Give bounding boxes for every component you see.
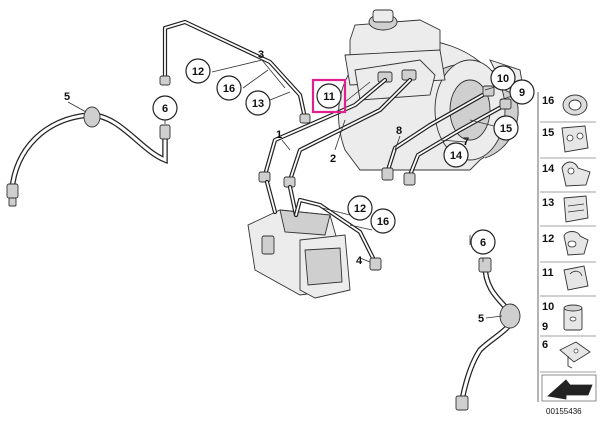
brake-pipe-3: [159, 19, 311, 124]
legend-item-16: 16: [542, 94, 588, 116]
clamp-icon: [563, 265, 589, 291]
callout-15: 15: [493, 115, 519, 141]
label-4: 4: [356, 255, 363, 267]
legend-number: 13: [542, 197, 554, 209]
leader-lines: [67, 59, 513, 319]
brake-hose-right: [455, 257, 521, 411]
label-5-left: 5: [64, 91, 70, 103]
legend-item-6: 6: [542, 339, 591, 369]
abs-hydraulic-unit: [247, 209, 351, 299]
callout-10: 10: [490, 65, 516, 91]
callout-12-top: 12: [185, 58, 211, 84]
callout-label: 9: [519, 87, 525, 99]
callout-6-right: 6: [470, 229, 496, 255]
legend-item-11: 11: [542, 265, 589, 291]
pipe-holder-icon: [563, 231, 589, 256]
callout-label: 6: [162, 103, 168, 115]
callout-13-top: 13: [245, 90, 271, 116]
legend-number: 15: [542, 127, 554, 139]
legend-number: 10: [542, 301, 554, 313]
legend-number: 14: [542, 163, 555, 175]
callout-label: 16: [377, 216, 389, 228]
highlight-frame: [311, 78, 347, 114]
brake-pipe-1: [258, 77, 388, 183]
abs-connection-pipes: [264, 179, 299, 218]
legend-number: 11: [542, 267, 554, 279]
label-5-right: 5: [478, 313, 484, 325]
brake-pipe-4: [293, 197, 382, 271]
callout-label: 6: [480, 237, 486, 249]
callout-label: 16: [223, 83, 235, 95]
label-2: 2: [330, 153, 336, 165]
legend-number: 6: [542, 339, 548, 351]
callout-label: 15: [500, 123, 512, 135]
bracket-icon: [559, 341, 591, 369]
callout-label: 12: [192, 66, 204, 78]
brake-hose-left: [6, 106, 171, 207]
callout-16-mid: 16: [370, 208, 396, 234]
brake-pipe-7: [403, 98, 512, 186]
legend-item-15: 15: [542, 125, 589, 153]
label-1: 1: [276, 129, 282, 141]
parts-legend: 16 15 14 13: [537, 92, 597, 402]
legend-number: 16: [542, 95, 554, 107]
double-clip-icon: [561, 125, 589, 153]
direction-arrow-icon: [541, 374, 597, 402]
callout-label: 13: [252, 98, 264, 110]
label-3: 3: [258, 49, 264, 61]
label-7: 7: [463, 136, 469, 148]
grommet-icon: [562, 94, 588, 116]
callout-label: 11: [323, 91, 335, 103]
callout-14: 14: [443, 142, 469, 168]
callout-6-left: 6: [152, 95, 178, 121]
legend-item-10-9: 10 9: [542, 301, 583, 333]
bracket-clip-icon: [563, 195, 589, 223]
legend-item-13: 13: [542, 195, 589, 223]
callout-label: 12: [354, 203, 366, 215]
callout-11-highlighted: 11: [311, 78, 347, 114]
reference-code: 00155436: [546, 407, 582, 416]
union-nut-icon: [563, 304, 583, 331]
legend-item-12: 12: [542, 231, 589, 256]
callout-9: 9: [509, 79, 535, 105]
brake-pipe-8: [381, 85, 495, 181]
pipe-clip-icon: [561, 161, 591, 187]
callout-16-top: 16: [216, 75, 242, 101]
legend-number: 9: [542, 321, 548, 333]
callout-12-mid: 12: [347, 195, 373, 221]
callout-label: 14: [450, 150, 463, 162]
legend-item-14: 14: [542, 161, 591, 187]
brake-pipe-2: [283, 77, 413, 188]
label-8: 8: [396, 125, 402, 137]
callout-label: 10: [497, 73, 509, 85]
legend-number: 12: [542, 233, 554, 245]
